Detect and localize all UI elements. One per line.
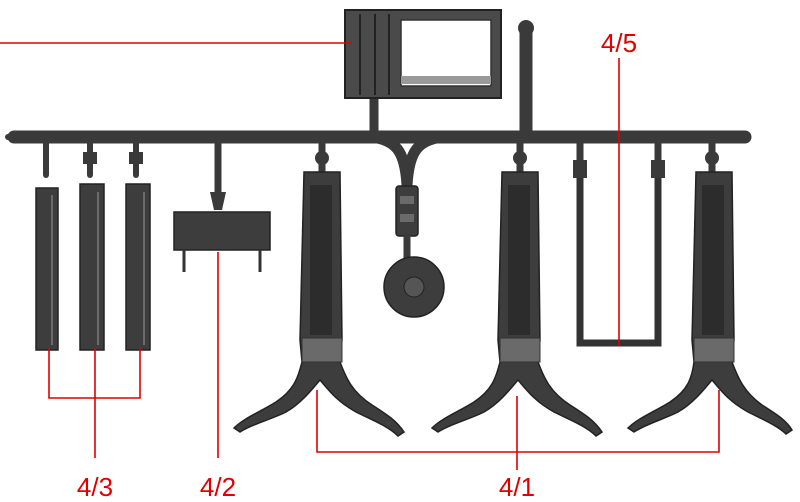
- strip-2: [79, 183, 105, 351]
- leg-1-base-plate: [301, 337, 343, 363]
- center-disc-hub: [403, 276, 425, 298]
- block-body: [173, 211, 271, 251]
- leg-2-channel: [508, 185, 530, 335]
- strip-1: [35, 187, 59, 351]
- part-labels: 4/5 4/3 4/2 4/1: [77, 28, 637, 502]
- leg-2-base-plate: [499, 337, 541, 363]
- runner-post-top: [518, 20, 534, 36]
- center-clip: [395, 185, 419, 237]
- center-clip-notch-2: [400, 214, 414, 222]
- leg-2: [430, 138, 604, 437]
- frame-part-top: [344, 9, 502, 99]
- center-clip-notch-1: [400, 196, 414, 204]
- bracket-head-right: [651, 160, 665, 178]
- leg-3-gate-knob: [705, 151, 719, 165]
- leg-1: [232, 138, 406, 437]
- leg-3-channel: [702, 185, 724, 335]
- bracket-head-left: [573, 160, 587, 178]
- runner-curve-right: [401, 131, 448, 191]
- leg-2-gate-knob: [513, 151, 527, 165]
- leg-3: [626, 138, 794, 435]
- part-4-1-legs: [232, 138, 794, 437]
- frame-window: [400, 19, 492, 87]
- leg-1-gate-knob: [315, 151, 329, 165]
- label-4-5: 4/5: [601, 28, 637, 58]
- runner-curve-left: [366, 131, 413, 191]
- block-gate-foot: [210, 192, 226, 210]
- leg-3-base-plate: [693, 337, 735, 363]
- leader-lines: [0, 42, 720, 470]
- part-4-2-block: [173, 138, 271, 272]
- leg-1-channel: [310, 185, 332, 335]
- strip-3: [125, 183, 151, 351]
- frame-inner-ledge: [401, 76, 491, 84]
- center-small-parts: [383, 185, 445, 318]
- sprue-runner: [5, 20, 752, 191]
- strip-cap-2: [83, 152, 97, 164]
- label-4-1: 4/1: [499, 472, 535, 502]
- label-4-2: 4/2: [200, 472, 236, 502]
- strip-cap-3: [129, 152, 143, 164]
- leader-4-1-bracket: [316, 390, 720, 470]
- leader-4-3-bracket: [48, 348, 141, 458]
- part-4-3-strips: [35, 139, 151, 351]
- label-4-3: 4/3: [77, 472, 113, 502]
